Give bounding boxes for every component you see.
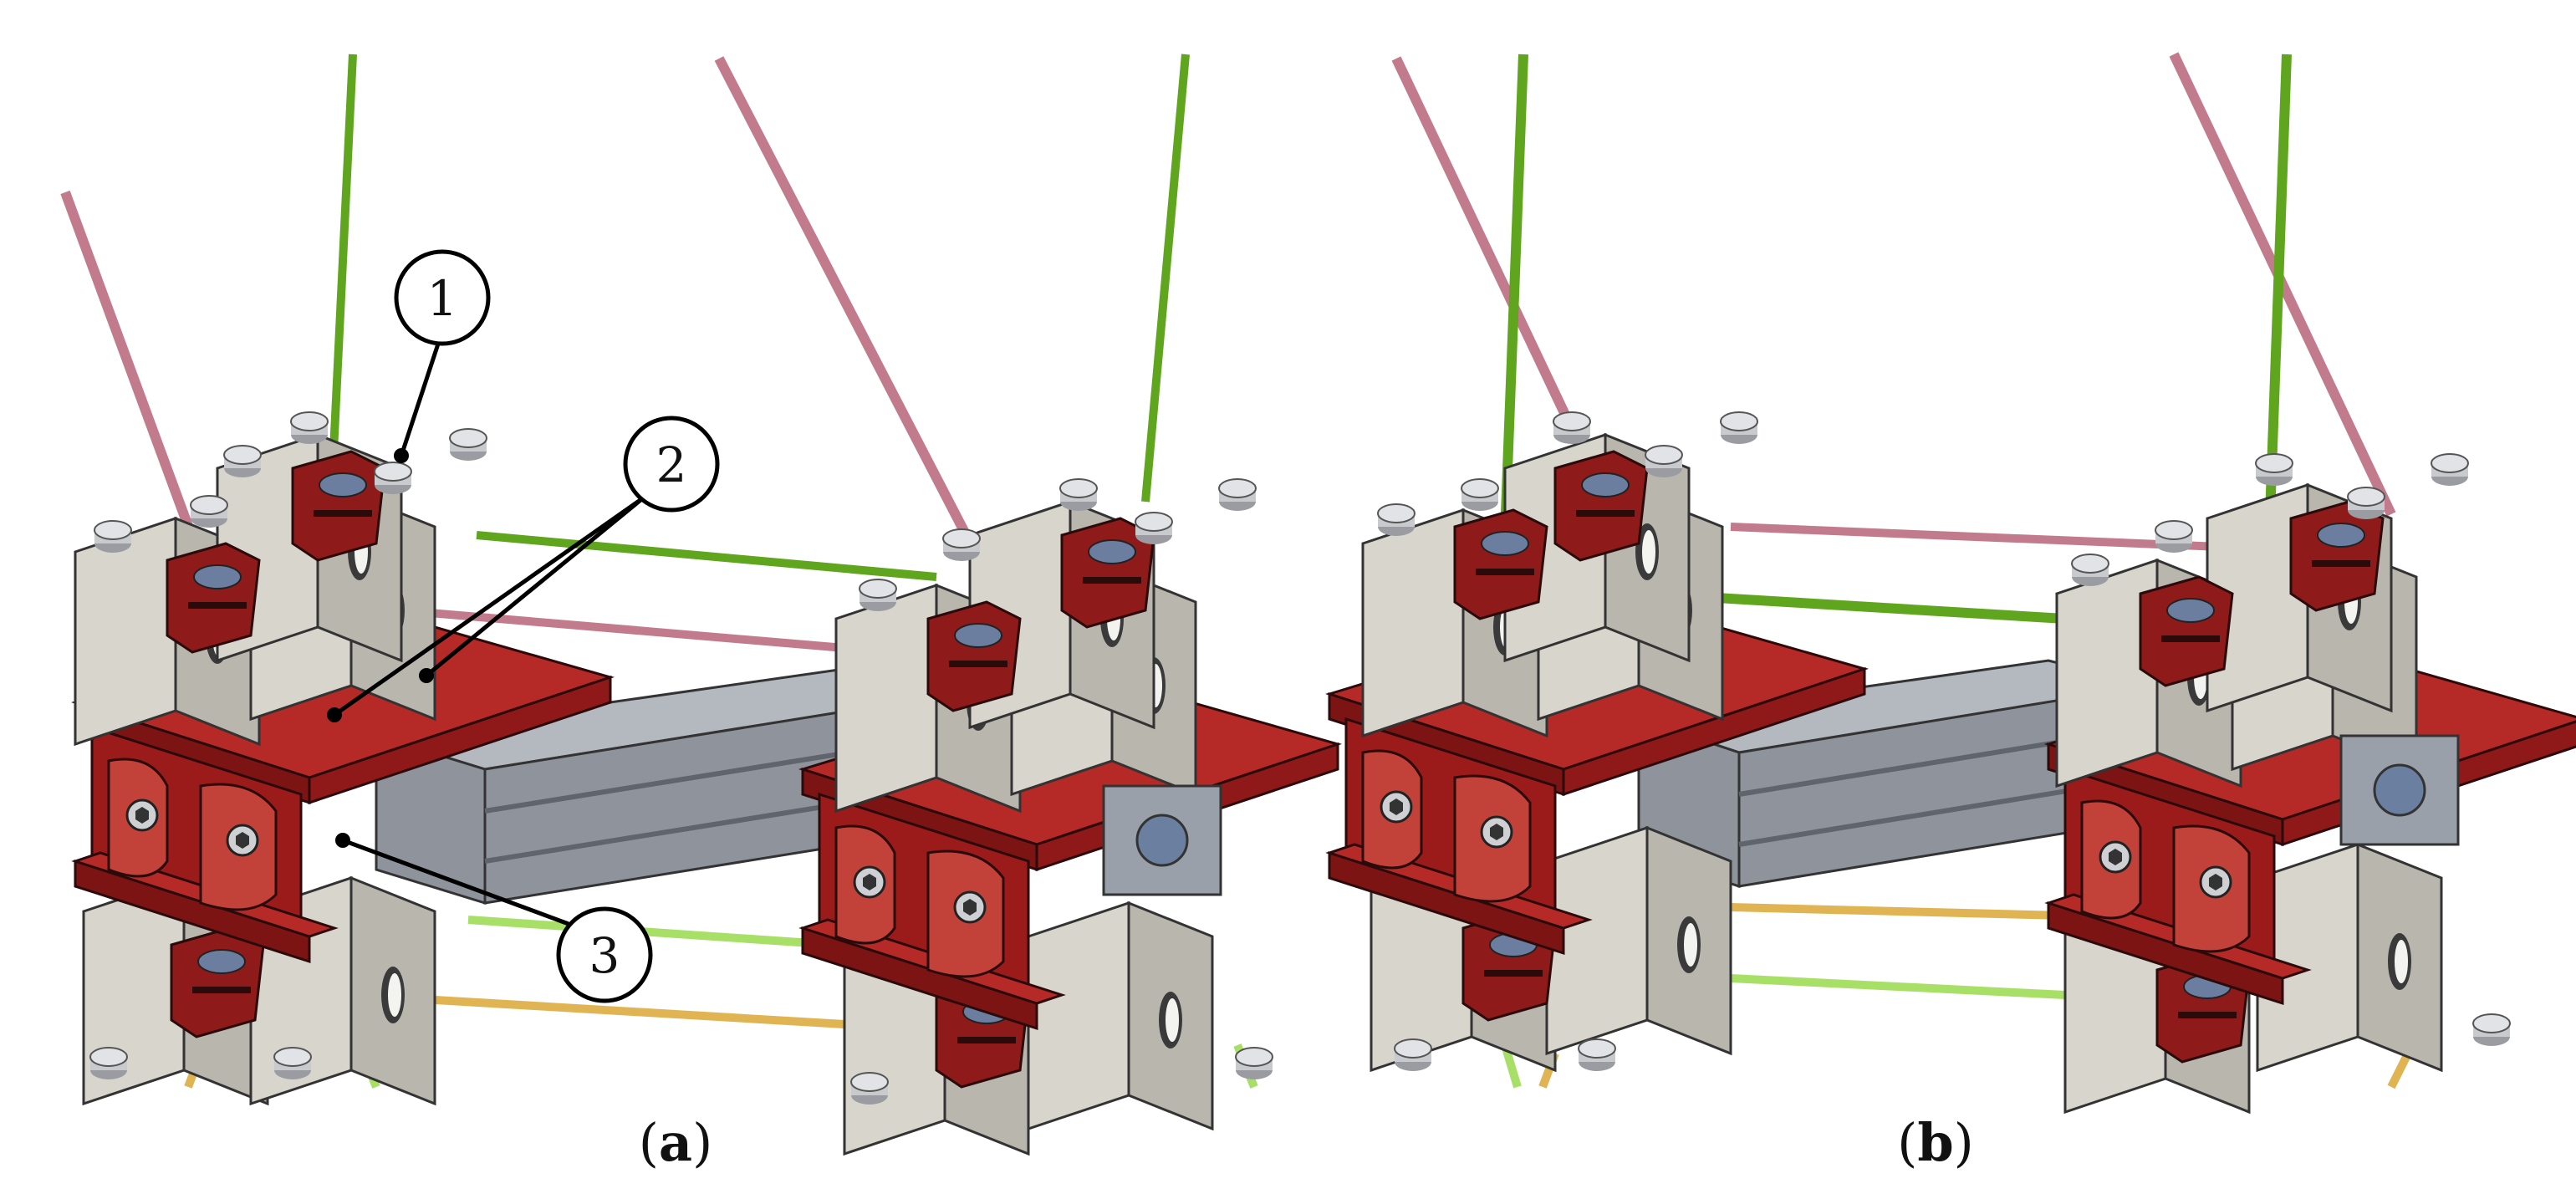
rod-green-a-right [1141, 54, 1190, 503]
rod-green-a-left [329, 54, 357, 469]
panel-a-caption-open: ( [639, 1112, 659, 1173]
callout-1: 1 [394, 249, 491, 346]
rod-pink-a-left [60, 190, 206, 563]
panel-a-caption-letter: a [659, 1112, 692, 1173]
rod-orange-b [1730, 903, 2066, 920]
rod-orange-b-bottom-right [2387, 1051, 2412, 1089]
panel-a-caption: (a) [639, 1112, 713, 1173]
callout-1-label: 1 [427, 270, 458, 327]
joint-node-b-right [2047, 453, 2576, 1114]
panel-b-caption: (b) [1897, 1112, 1974, 1173]
callout-leaders-a [327, 330, 645, 926]
profile-beam-b [1637, 659, 2150, 889]
callout-2: 2 [623, 416, 720, 513]
rod-green-b-left [1500, 54, 1528, 536]
rod-green-a-horizontal [476, 531, 937, 581]
callout-2-label: 2 [656, 436, 687, 493]
panel-b: (b) [1328, 52, 2576, 1173]
rod-pink-b-left [1391, 56, 1594, 467]
panel-a-caption-close: ) [692, 1112, 712, 1173]
callout-3-label: 3 [589, 927, 620, 984]
rod-lightgreen-a [467, 916, 837, 949]
panel-b-caption-close: ) [1954, 1112, 1974, 1173]
joint-node-a-right [801, 478, 1339, 1156]
panel-a: 1 2 3 (a) [60, 54, 1339, 1173]
callout-3: 3 [556, 906, 653, 1003]
panel-b-caption-letter: b [1917, 1112, 1953, 1173]
panel-b-caption-open: ( [1897, 1112, 1917, 1173]
